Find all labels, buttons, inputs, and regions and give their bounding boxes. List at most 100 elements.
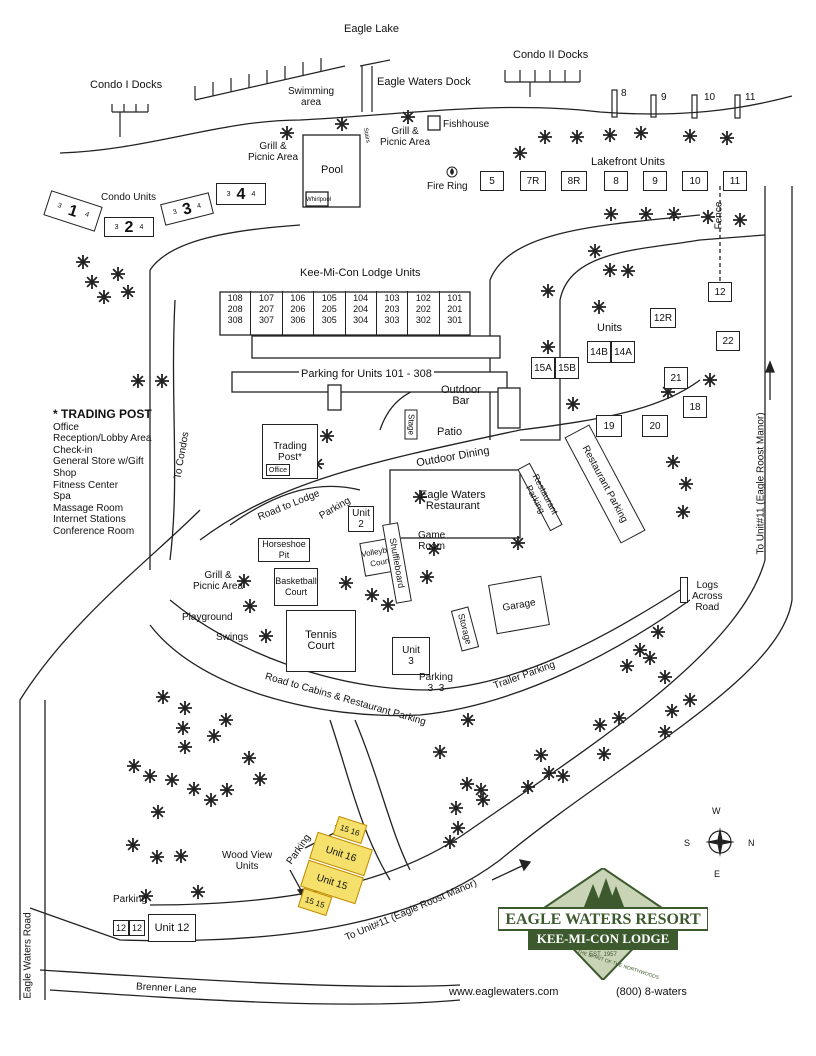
unit-14b: 14B — [587, 341, 611, 363]
unit-19: 19 — [596, 415, 622, 437]
condo-sub: 3 — [226, 190, 231, 198]
unit-22: 22 — [716, 331, 740, 351]
condo-sub: 3 — [114, 223, 119, 231]
compass-w: W — [712, 806, 721, 816]
tree-icon — [339, 576, 353, 590]
tree-icon — [174, 849, 188, 863]
tree-icon — [433, 745, 447, 759]
tree-icon — [603, 263, 617, 277]
tree-icon — [420, 570, 434, 584]
unit12-parking-label: Parking — [113, 894, 147, 905]
tree-icon — [243, 599, 257, 613]
tree-icon — [612, 711, 626, 725]
tree-icon — [679, 477, 693, 491]
condo-number-1: 1 — [66, 201, 80, 221]
compass-n: N — [748, 838, 755, 848]
unit12-parking-a: 12 — [113, 920, 129, 936]
swimming-area-label: Swimming area — [288, 86, 335, 108]
grill-picnic-left-label: Grill & Picnic Area — [248, 141, 299, 163]
trading-post-item: Internet Stations — [53, 514, 126, 526]
pool-label: Pool — [321, 164, 344, 176]
compass-rose-icon — [705, 827, 735, 857]
tree-icon — [381, 598, 395, 612]
lakefront-unit-5: 5 — [480, 171, 504, 191]
arrow-head-icon — [765, 360, 775, 373]
horseshoe-pit: Horseshoe Pit — [258, 538, 310, 562]
tree-icon — [461, 713, 475, 727]
lakefront-units-label: Lakefront Units — [591, 156, 665, 168]
tree-icon — [151, 805, 165, 819]
whirlpool-label: Whirlpool — [306, 197, 332, 203]
tree-icon — [603, 128, 617, 142]
tree-icon — [191, 885, 205, 899]
fire-ring-icon — [446, 166, 458, 178]
small-shed — [327, 384, 342, 411]
unit-14a: 14A — [611, 341, 635, 363]
unit-12r: 12R — [650, 308, 676, 328]
tree-icon — [665, 704, 679, 718]
fishhouse-shape — [427, 115, 441, 131]
unit-12: 12 — [708, 282, 732, 302]
tree-icon — [634, 126, 648, 140]
garage: Garage — [488, 575, 550, 635]
patio-label: Patio — [437, 426, 463, 438]
trading-post-heading: * TRADING POST — [53, 407, 152, 421]
parking-3-label: Parking 3 3 — [419, 672, 453, 694]
trading-post-item: Conference Room — [53, 525, 135, 537]
tree-icon — [451, 821, 465, 835]
lakefront-unit-8r: 8R — [561, 171, 587, 191]
unit-21: 21 — [664, 367, 688, 389]
eagle-waters-logo: EAGLE WATERS RESORT KEE-MI-CON LODGE EST… — [497, 866, 709, 982]
lodge-column-103: 103 203 303 — [377, 291, 409, 335]
website-url[interactable]: www.eaglewaters.com — [449, 986, 559, 998]
tree-icon — [667, 207, 681, 221]
tree-icon — [365, 588, 379, 602]
condo-sub: 4 — [83, 211, 90, 219]
tree-icon — [593, 718, 607, 732]
compass-s: S — [684, 838, 691, 848]
condo-sub: 3 — [172, 208, 178, 216]
restaurant-label: Eagle Waters Restaurant — [420, 489, 486, 512]
condo-number-3: 3 — [180, 199, 194, 219]
trading-post-item: Reception/Lobby Area — [53, 433, 152, 445]
eagle-waters-road-label: Eagle Waters Road — [22, 912, 34, 999]
condo-units-label: Condo Units — [101, 192, 157, 203]
tree-icon — [588, 244, 602, 258]
tree-icon — [127, 759, 141, 773]
logo-emblem-icon — [497, 866, 709, 982]
playground-label: Playground — [182, 612, 233, 623]
tree-icon — [219, 713, 233, 727]
tree-icon — [449, 801, 463, 815]
phone-number: (800) 8-waters — [616, 986, 687, 998]
to-unit11-right-label: To Unit#11 (Eagle Roost Manor) — [755, 412, 767, 555]
tree-icon — [511, 536, 525, 550]
tree-icon — [413, 490, 427, 504]
unit-3: Unit 3 — [392, 637, 430, 675]
lakefront-unit-7r: 7R — [520, 171, 546, 191]
tree-icon — [111, 267, 125, 281]
trading-post-label: Trading Post* — [273, 440, 307, 463]
east-units-label: Units — [597, 322, 623, 334]
condo-number-2: 2 — [124, 218, 134, 236]
logo-sub: KEE-MI-CON LODGE — [536, 931, 670, 946]
lodge-column-105: 105 205 305 — [314, 291, 346, 335]
tree-icon — [335, 117, 349, 131]
tree-icon — [204, 793, 218, 807]
tree-icon — [156, 690, 170, 704]
trading-post-legend: * TRADING POST Office Reception/Lobby Ar… — [53, 407, 152, 538]
tree-icon — [207, 729, 221, 743]
tree-icon — [259, 629, 273, 643]
road-arrow-icon — [491, 864, 525, 881]
tree-icon — [178, 701, 192, 715]
tree-icon — [237, 574, 251, 588]
parking-arrow-icon — [289, 869, 303, 893]
condo2-docks-label: Condo II Docks — [513, 49, 589, 61]
tree-icon — [570, 130, 584, 144]
tree-icon — [592, 300, 606, 314]
tree-icon — [165, 773, 179, 787]
tree-icon — [703, 373, 717, 387]
whirlpool — [305, 191, 329, 207]
tree-icon — [542, 766, 556, 780]
compass-e: E — [714, 869, 721, 879]
